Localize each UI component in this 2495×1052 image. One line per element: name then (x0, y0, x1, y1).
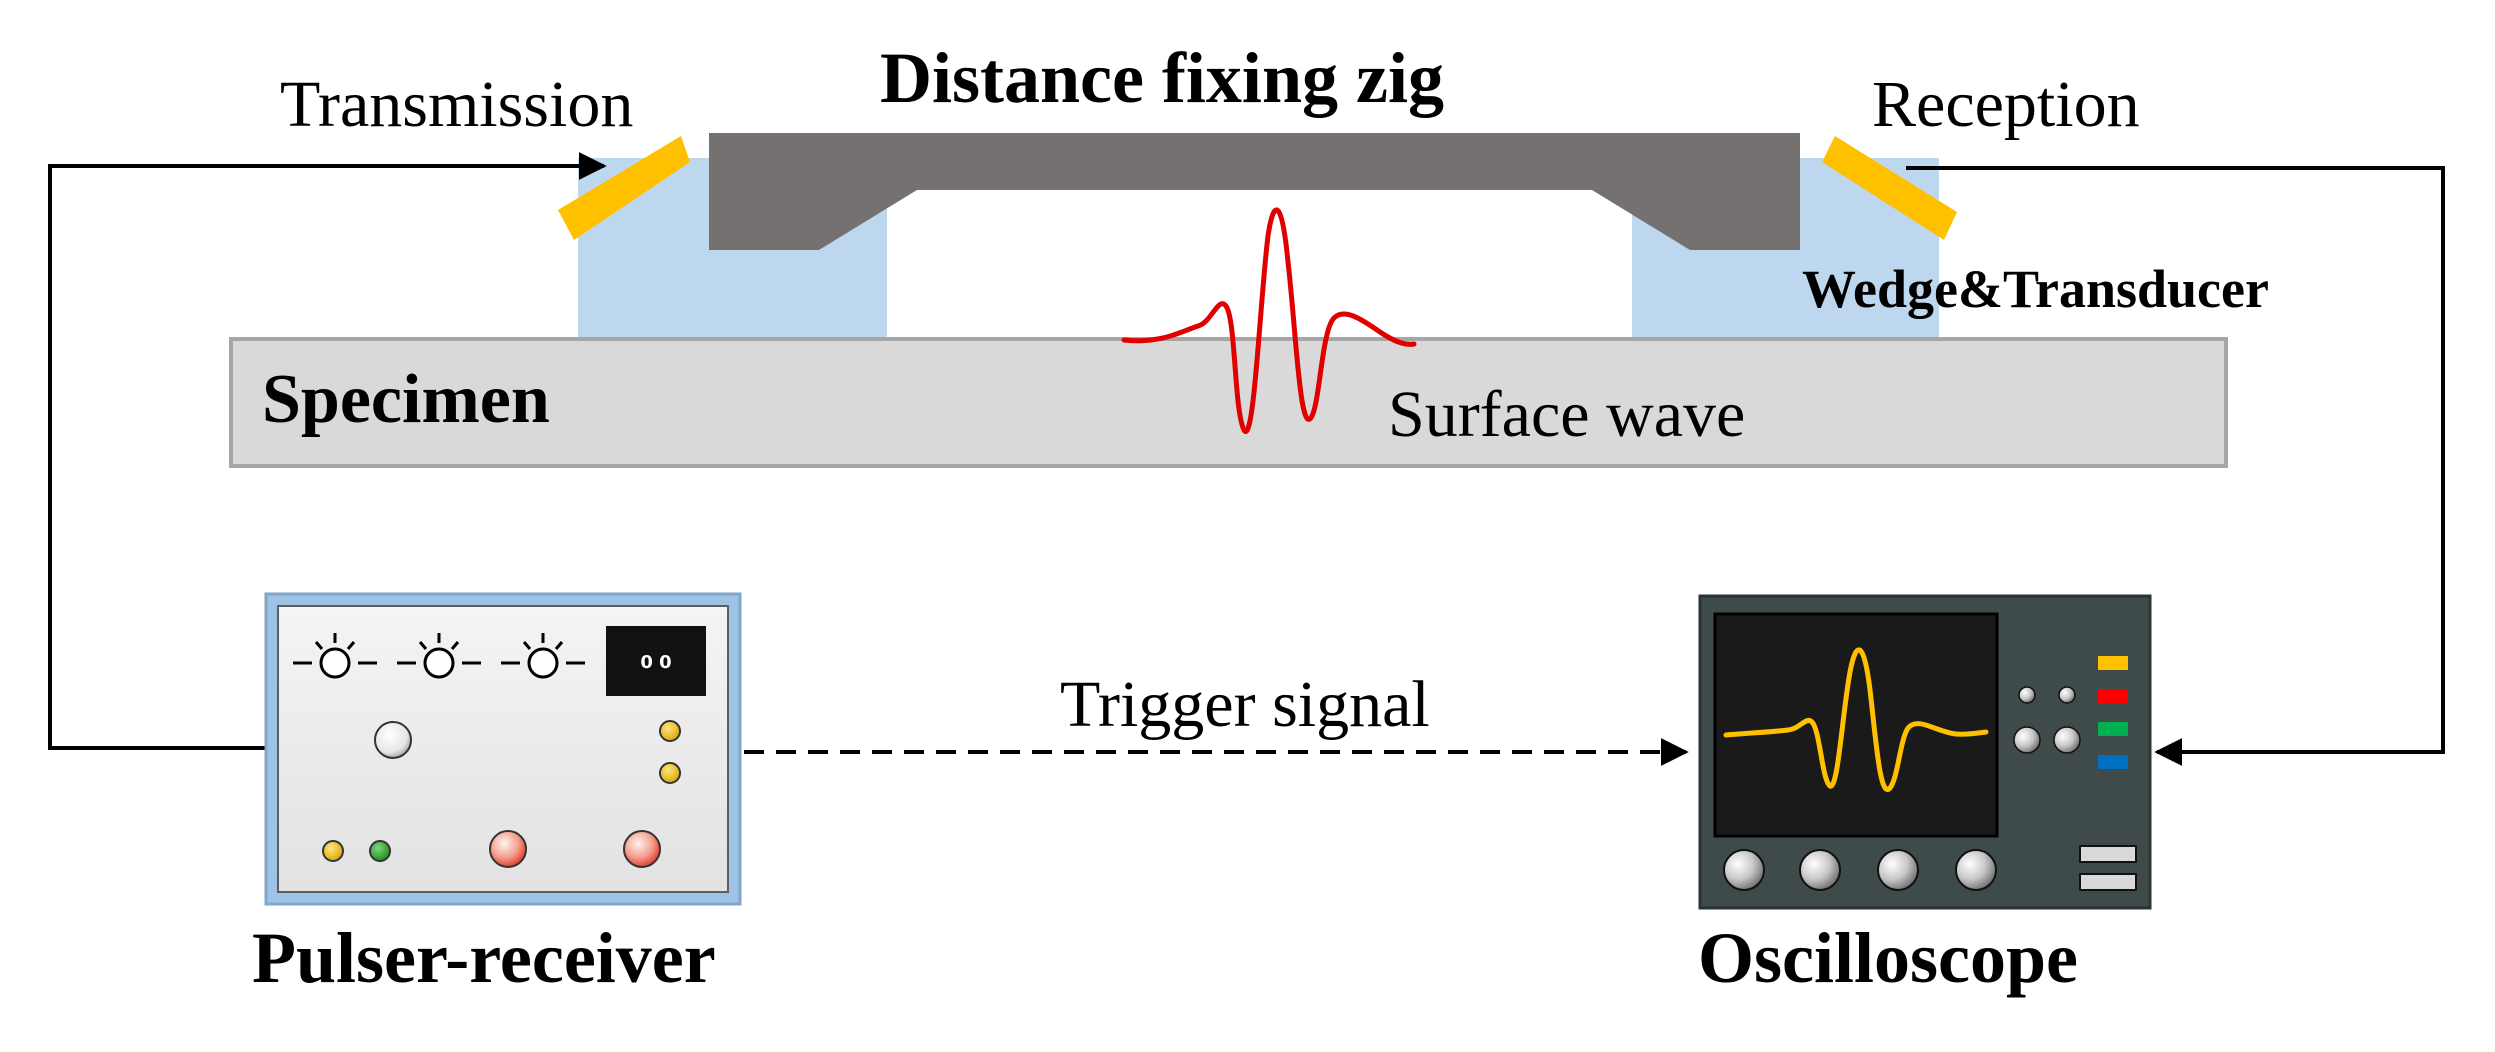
scope-yellow-button (2098, 656, 2128, 670)
red-button (623, 830, 661, 868)
scope-port (2079, 873, 2137, 891)
reception-cable (1906, 166, 2445, 766)
status-led (659, 762, 681, 784)
scope-bottom-knob (1877, 849, 1919, 891)
scope-red-button (2098, 689, 2128, 703)
trigger-signal-label: Trigger signal (1060, 668, 1430, 741)
reception-transducer (1822, 136, 1957, 240)
red-button (489, 830, 527, 868)
pulser-receiver-label: Pulser-receiver (252, 918, 716, 998)
diagram-title: Distance fixing zig (880, 38, 1444, 118)
transmission-cable (48, 152, 607, 750)
oscilloscope-screen (1713, 612, 1999, 838)
status-led (369, 840, 391, 862)
pulser-receiver-device: 0 0 (264, 592, 742, 906)
specimen-label: Specimen (262, 361, 550, 438)
indicator-lamp-icon (501, 633, 585, 679)
scope-green-button (2098, 722, 2128, 736)
transmission-label: Transmission (280, 68, 634, 141)
pulser-display-digits: 0 0 (640, 652, 671, 673)
pulser-knob (374, 721, 412, 759)
scope-small-knob (2058, 686, 2076, 704)
scope-bottom-knob (1723, 849, 1765, 891)
indicator-lamp-icon (397, 633, 481, 679)
oscilloscope-device (1698, 594, 2152, 910)
scope-blue-button (2098, 755, 2128, 769)
reception-label: Reception (1872, 68, 2140, 141)
scope-knob (2013, 726, 2041, 754)
status-led (322, 840, 344, 862)
specimen-bar (229, 337, 2228, 468)
oscilloscope-trace (1723, 647, 1989, 793)
indicator-lamp-icon (293, 633, 377, 679)
distance-fixing-jig (709, 133, 1800, 250)
status-led (659, 720, 681, 742)
surface-wave-label: Surface wave (1388, 378, 1746, 451)
transmission-transducer (558, 136, 690, 240)
wedge-transducer-label: Wedge&Transducer (1802, 259, 2269, 319)
surface-wave (1121, 207, 1417, 434)
scope-bottom-knob (1955, 849, 1997, 891)
scope-port (2079, 845, 2137, 863)
scope-bottom-knob (1799, 849, 1841, 891)
scope-knob (2053, 726, 2081, 754)
pulser-display (606, 626, 706, 696)
scope-small-knob (2018, 686, 2036, 704)
oscilloscope-label: Oscilloscope (1698, 918, 2078, 998)
